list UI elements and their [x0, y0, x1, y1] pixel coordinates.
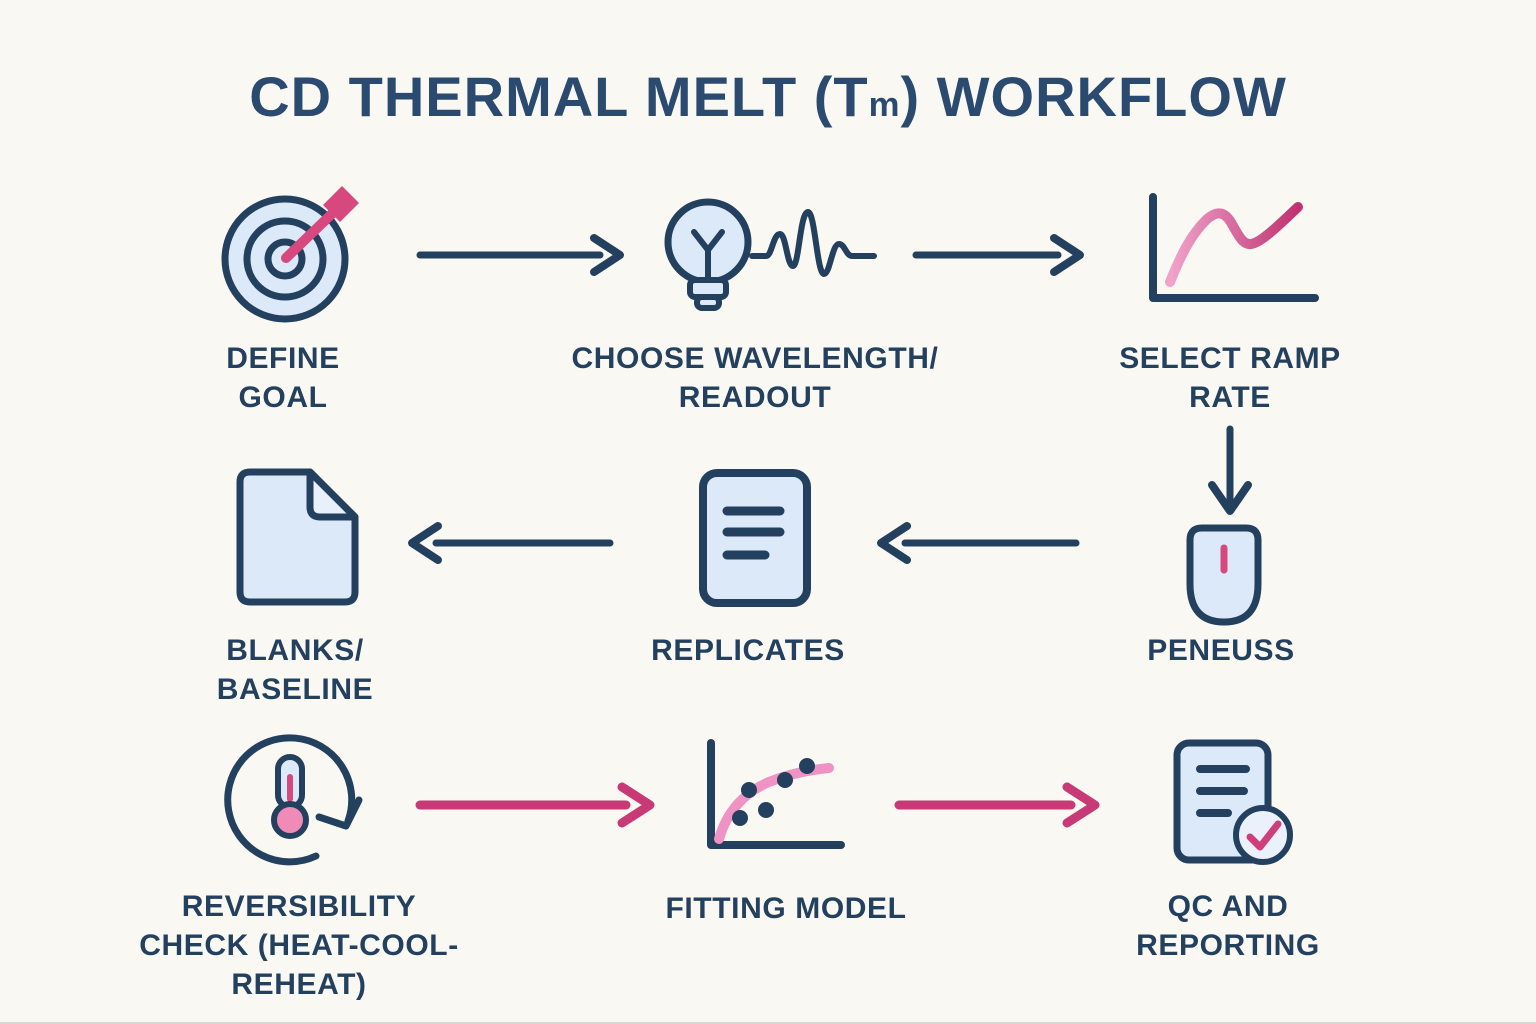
label-blanks-baseline: BLANKS/ BASELINE [216, 634, 374, 706]
label-fitting-model: FITTING MODEL [665, 892, 907, 925]
arrow-right-reversibility-to-fitting [415, 782, 655, 828]
arrow-left-replicates-to-blanks [408, 522, 614, 564]
cuvette-icon [1186, 524, 1262, 626]
label-select-ramp-rate: SELECT RAMP RATE [1119, 342, 1341, 414]
title-tail: ) WORKFLOW [900, 65, 1287, 128]
label-define-goal: DEFINE GOAL [226, 342, 340, 414]
arrow-right-define-to-wavelength [416, 234, 624, 276]
thermometer-cycle-icon [224, 734, 363, 866]
title-main: CD THERMAL MELT (T [249, 65, 869, 128]
target-dart-icon [221, 186, 359, 323]
ramp-chart-icon [1149, 193, 1319, 302]
arrow-down-ramp-to-peneuss [1208, 425, 1252, 515]
page-title: CD THERMAL MELT (Tm) WORKFLOW [249, 64, 1287, 129]
label-qc-reporting: QC AND REPORTING [1136, 890, 1320, 962]
label-peneuss: PENEUSS [1147, 634, 1295, 667]
scatter-fit-icon [707, 739, 845, 849]
label-choose-wavelength: CHOOSE WAVELENGTH/ READOUT [571, 342, 939, 414]
blank-document-icon [236, 468, 359, 606]
arrow-right-wavelength-to-ramp [912, 234, 1084, 276]
label-reversibility-check: REVERSIBILITY CHECK (HEAT-COOL- REHEAT) [139, 890, 459, 1001]
arrow-right-fitting-to-qc [894, 782, 1100, 828]
document-lines-icon [699, 469, 811, 607]
label-replicates: REPLICATES [651, 634, 845, 667]
title-subscript: m [868, 86, 901, 124]
lightbulb-signal-icon [664, 198, 877, 311]
report-check-icon [1173, 739, 1293, 865]
arrow-left-peneuss-to-replicates [877, 522, 1080, 564]
